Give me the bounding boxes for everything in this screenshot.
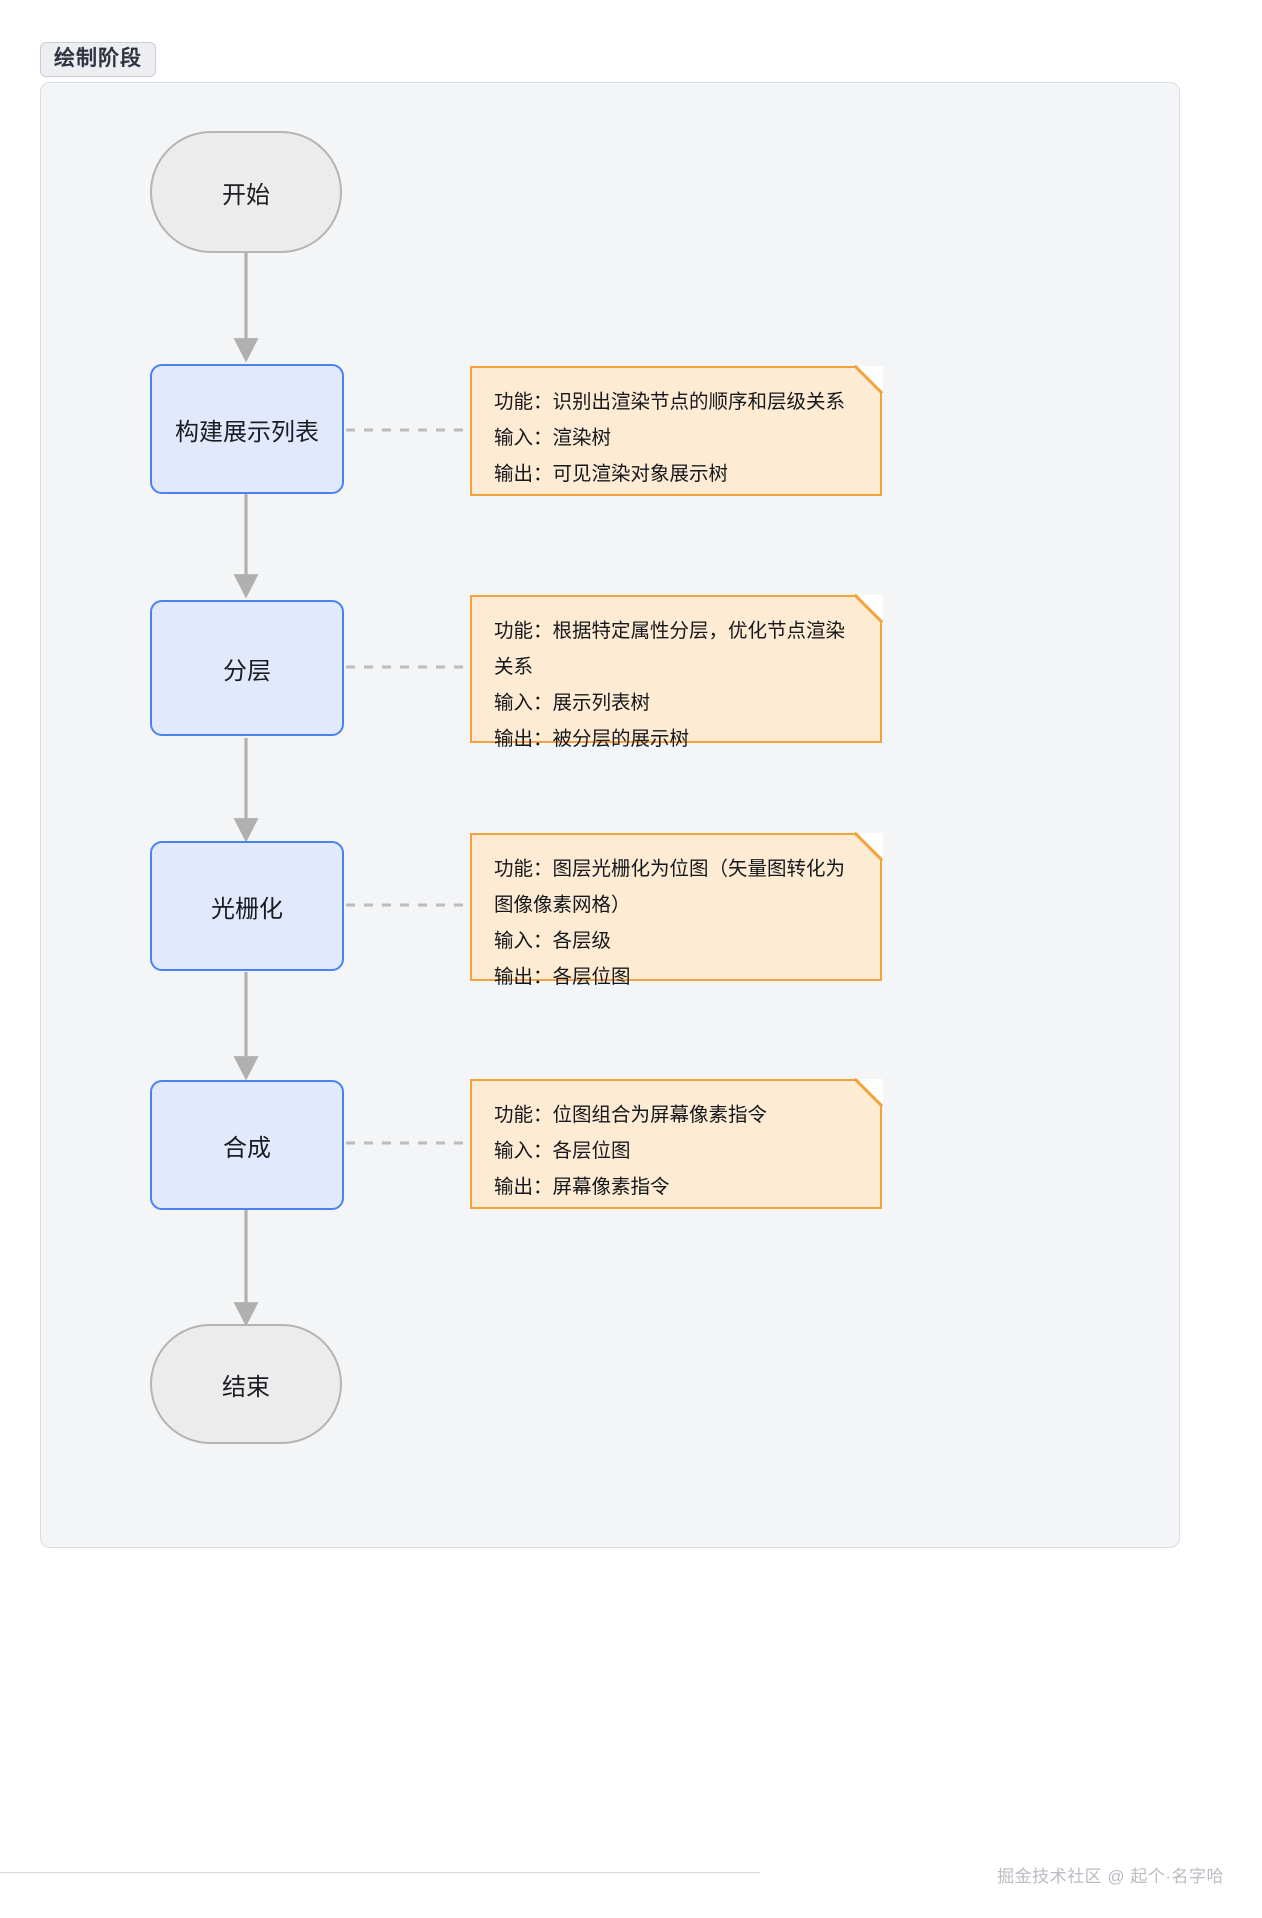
watermark-text: 掘金技术社区 @ 起个·名字哈	[997, 1867, 1224, 1886]
node-start[interactable]: 开始	[150, 131, 342, 253]
subgraph-container	[40, 82, 1180, 1548]
node-composite[interactable]: 合成	[150, 1080, 344, 1210]
note-composite[interactable]: 功能：位图组合为屏幕像素指令 输入：各层位图 输出：屏幕像素指令	[470, 1078, 883, 1209]
note-line-output: 输出：可见渲染对象展示树	[494, 463, 729, 485]
subgraph-title-badge: 绘制阶段	[40, 42, 156, 77]
node-rasterization-label: 光栅化	[211, 895, 283, 923]
note-fold-edge-icon	[855, 1078, 883, 1106]
note-line-function: 功能：图层光栅化为位图（矢量图转化为图像像素网格）	[494, 858, 846, 916]
note-fold-edge-icon	[855, 594, 883, 622]
node-end[interactable]: 结束	[150, 1324, 342, 1444]
note-fold-edge-icon	[855, 832, 883, 860]
note-line-output: 输出：被分层的展示树	[494, 728, 690, 750]
node-end-label: 结束	[222, 1373, 270, 1401]
note-line-output: 输出：各层位图	[494, 966, 631, 988]
node-build-display-list-label: 构建展示列表	[175, 418, 319, 446]
node-rasterization[interactable]: 光栅化	[150, 841, 344, 971]
node-start-label: 开始	[222, 181, 270, 209]
note-line-input: 输入：各层级	[494, 930, 612, 952]
footer-divider	[0, 1872, 760, 1873]
note-line-function: 功能：识别出渲染节点的顺序和层级关系	[494, 391, 846, 413]
node-layering-label: 分层	[223, 657, 271, 685]
note-line-output: 输出：屏幕像素指令	[494, 1176, 670, 1198]
note-line-function: 功能：位图组合为屏幕像素指令	[494, 1104, 768, 1126]
note-line-input: 输入：各层位图	[494, 1140, 631, 1162]
node-composite-label: 合成	[223, 1134, 271, 1162]
note-line-function: 功能：根据特定属性分层，优化节点渲染关系	[494, 620, 846, 678]
note-build-display-list[interactable]: 功能：识别出渲染节点的顺序和层级关系 输入：渲染树 输出：可见渲染对象展示树	[470, 365, 883, 496]
note-layering[interactable]: 功能：根据特定属性分层，优化节点渲染关系 输入：展示列表树 输出：被分层的展示树	[470, 594, 883, 750]
note-line-input: 输入：展示列表树	[494, 692, 651, 714]
node-build-display-list[interactable]: 构建展示列表	[150, 364, 344, 494]
node-layering[interactable]: 分层	[150, 600, 344, 736]
note-fold-edge-icon	[855, 365, 883, 393]
note-line-input: 输入：渲染树	[494, 427, 612, 449]
note-rasterization[interactable]: 功能：图层光栅化为位图（矢量图转化为图像像素网格） 输入：各层级 输出：各层位图	[470, 832, 883, 988]
